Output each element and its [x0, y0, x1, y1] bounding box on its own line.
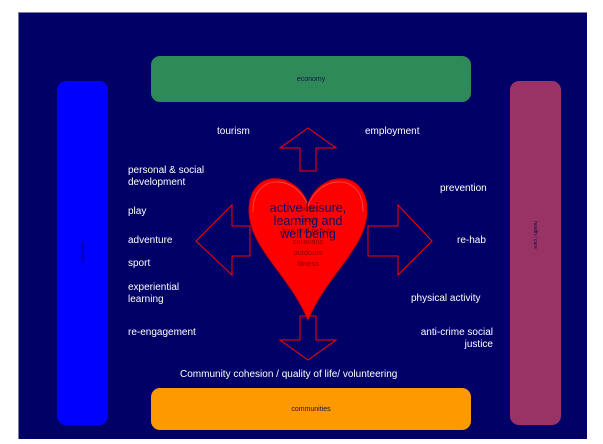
education-box — [57, 81, 108, 425]
economy-box: economy — [151, 56, 471, 102]
arrow-right — [367, 203, 433, 277]
heart-item: arts — [301, 204, 315, 213]
heart-title: active leisure, learning and well being — [246, 202, 370, 241]
label-prevention: prevention — [440, 183, 487, 194]
heart-item: caravans — [292, 237, 324, 246]
arrow-left — [195, 203, 251, 277]
label-re-engagement: re-engagement — [128, 327, 196, 338]
communities-label: communities — [291, 405, 331, 413]
label-adventure: adventure — [128, 235, 173, 246]
label-sport: sport — [128, 258, 151, 269]
heart-shape — [248, 178, 368, 322]
label-experiential-learning: experiential learning — [128, 282, 180, 305]
arrow-up — [278, 127, 338, 172]
economy-label: economy — [296, 75, 326, 83]
label-play: play — [128, 206, 147, 217]
heart-title-line: well being — [280, 227, 336, 241]
heart-items-list: arts sports hair and beauty caravans out… — [254, 203, 362, 269]
heart-item: outdoors — [293, 248, 323, 257]
heart-title-line: learning and — [273, 214, 343, 228]
heart-item: fitness — [297, 259, 319, 268]
label-physical-activity: physical activity — [411, 293, 481, 304]
heart-item: hair and beauty — [282, 226, 334, 235]
label-anti-crime-social-justice: anti-crime social justice — [420, 327, 493, 350]
health-care-box — [510, 81, 561, 425]
communities-box: communities — [151, 388, 471, 430]
label-employment: employment — [365, 126, 420, 137]
heart-title-line: active leisure, — [269, 201, 347, 215]
label-tourism: tourism — [217, 126, 250, 137]
arrow-down — [278, 315, 338, 361]
heart-item: sports — [297, 215, 319, 224]
label-community-cohesion: Community cohesion / quality of life/ vo… — [180, 369, 398, 380]
label-re-hab: re-hab — [457, 235, 486, 246]
label-personal-social-development: personal & social development — [128, 165, 205, 188]
